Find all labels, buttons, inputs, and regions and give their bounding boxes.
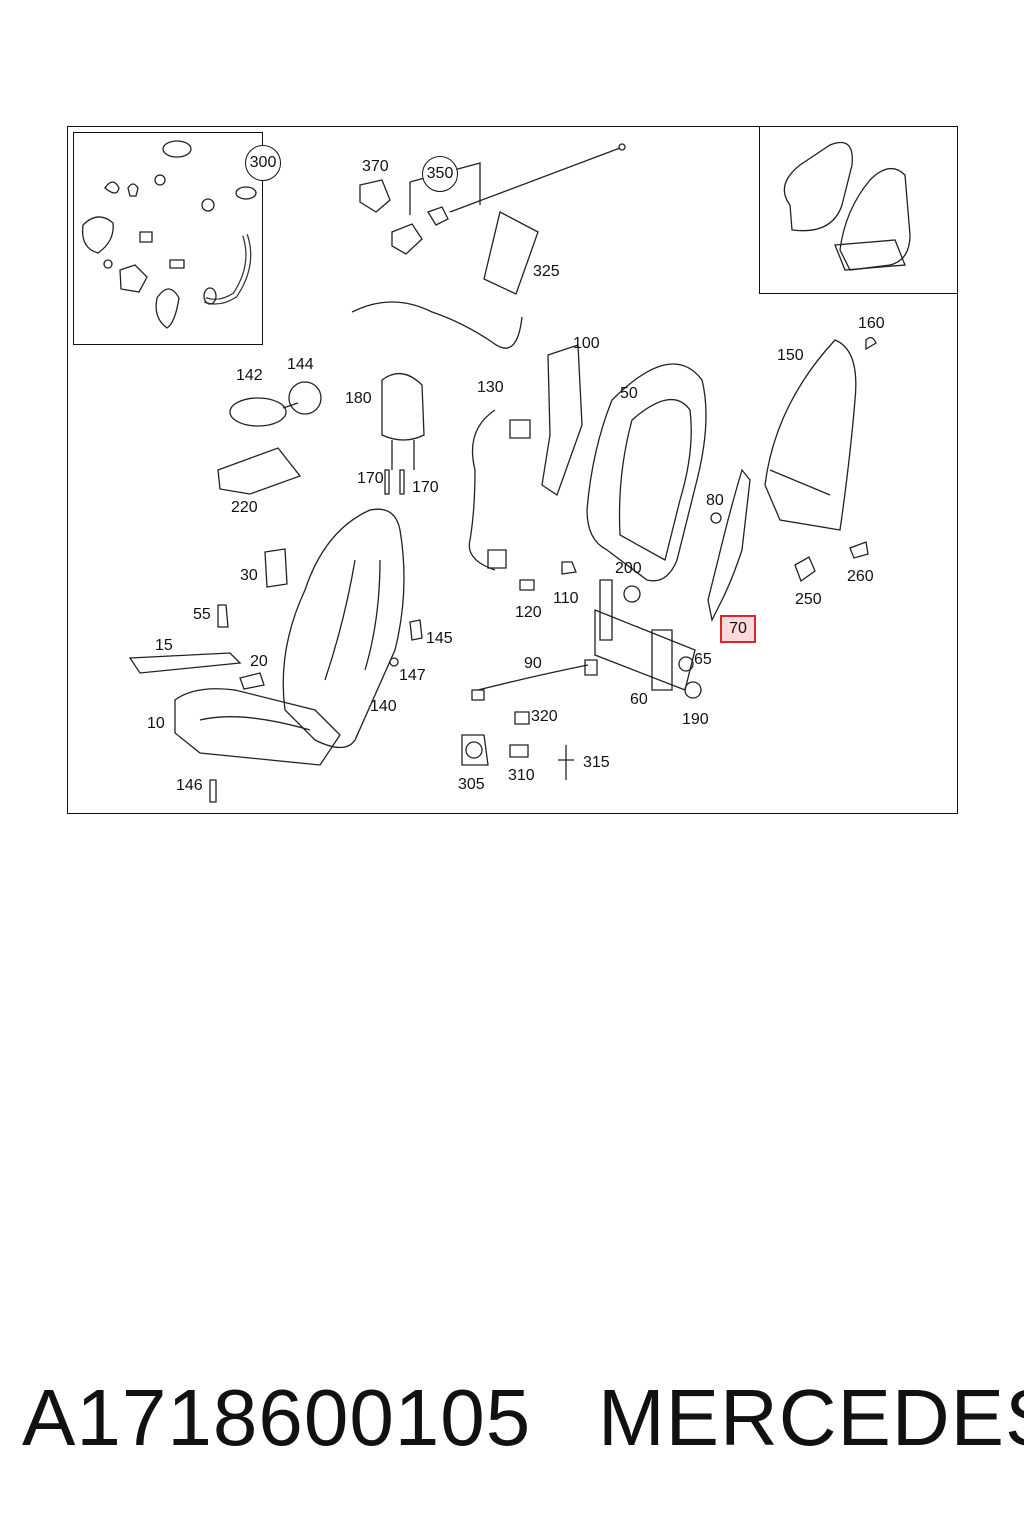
back-panel-drawing: [764, 336, 877, 583]
callout-325: 325: [533, 263, 560, 280]
callout-250: 250: [795, 591, 822, 608]
callout-300: 300: [245, 145, 281, 181]
callout-110: 110: [553, 590, 579, 607]
callout-160: 160: [858, 315, 885, 332]
callout-80: 80: [706, 492, 724, 509]
callout-350: 350: [422, 156, 458, 192]
callout-305: 305: [458, 776, 485, 793]
diagram-frame: [67, 126, 958, 814]
callout-90: 90: [524, 655, 542, 672]
seat-cover-drawing: [128, 508, 405, 803]
callout-60: 60: [630, 691, 648, 708]
callout-145: 145: [426, 630, 453, 647]
callout-50: 50: [620, 385, 638, 402]
brand-name: MERCEDES: [598, 1373, 1024, 1462]
callout-150: 150: [777, 347, 804, 364]
callout-20: 20: [250, 653, 268, 670]
callout-315: 315: [583, 754, 610, 771]
callout-170-right: 170: [412, 479, 439, 496]
callout-15: 15: [155, 637, 173, 654]
callout-320: 320: [531, 708, 558, 725]
callout-144: 144: [287, 356, 314, 373]
callout-200: 200: [615, 560, 642, 577]
headrest-badge-drawing: [217, 373, 425, 495]
callout-147: 147: [399, 667, 426, 684]
small-parts-drawing: [81, 140, 257, 329]
callout-146: 146: [176, 777, 203, 794]
callout-180: 180: [345, 390, 372, 407]
callout-190: 190: [682, 711, 709, 728]
callout-130: 130: [477, 379, 504, 396]
backrest-frame-drawing: [586, 363, 707, 582]
callout-65: 65: [694, 651, 712, 668]
small-parts-inset: [73, 132, 263, 345]
callout-100: 100: [573, 335, 600, 352]
callout-310: 310: [508, 767, 535, 784]
side-bracket-drawing: [707, 468, 751, 622]
callout-140: 140: [370, 698, 397, 715]
callout-142: 142: [236, 367, 263, 384]
part-number: A1718600105: [22, 1373, 532, 1462]
callout-370: 370: [362, 158, 389, 175]
callout-120: 120: [515, 604, 542, 621]
callout-170-left: 170: [357, 470, 384, 487]
recliner-drawing: [594, 579, 702, 699]
callout-55: 55: [193, 606, 211, 623]
callout-260: 260: [847, 568, 874, 585]
seat-overview-inset: [759, 126, 958, 294]
cable-drawing: [468, 344, 598, 701]
wiring-harness-drawing: [351, 143, 626, 349]
highlight-70[interactable]: 70: [720, 615, 756, 643]
callout-10: 10: [147, 715, 165, 732]
seat-overview-drawing: [783, 141, 911, 271]
callout-30: 30: [240, 567, 258, 584]
fastener-drawing: [389, 561, 577, 780]
callout-220: 220: [231, 499, 258, 516]
